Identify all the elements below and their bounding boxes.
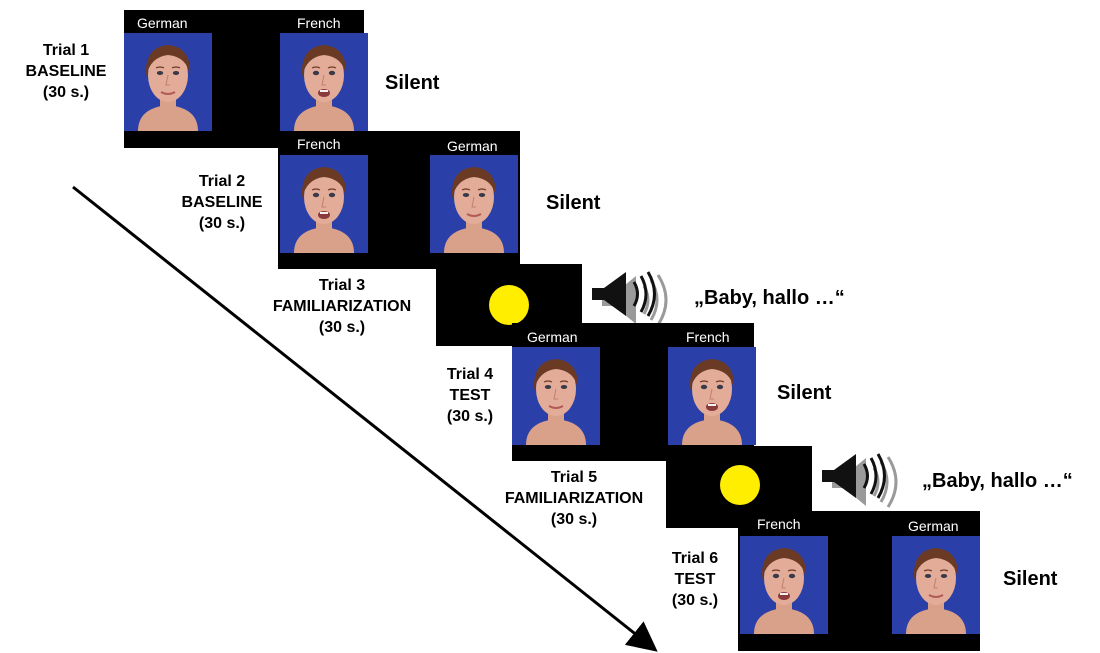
face-photo-german bbox=[892, 536, 980, 634]
trial-2-number: Trial 2 bbox=[198, 173, 246, 190]
trial-6-duration: (30 s.) bbox=[671, 592, 719, 609]
face-photo-german bbox=[512, 347, 600, 445]
yellow-attention-dot bbox=[489, 285, 529, 325]
trial-2-left-language: French bbox=[297, 136, 341, 152]
trial-1-duration: (30 s.) bbox=[42, 84, 90, 101]
trial-6-left-language: French bbox=[757, 516, 801, 532]
trial-1-label: Trial 1 BASELINE (30 s.) bbox=[16, 40, 116, 103]
face-photo-french bbox=[668, 347, 756, 445]
trial-4-audio: Silent bbox=[777, 382, 832, 404]
trial-3-phase: FAMILIARIZATION bbox=[272, 298, 412, 315]
speaker-icon bbox=[588, 270, 672, 330]
trial-3-duration: (30 s.) bbox=[318, 319, 366, 336]
face-photo-german bbox=[430, 155, 518, 253]
trial-4-label: Trial 4 TEST (30 s.) bbox=[425, 364, 515, 427]
trial-2-label: Trial 2 BASELINE (30 s.) bbox=[172, 171, 272, 234]
trial-5-label: Trial 5 FAMILIARIZATION (30 s.) bbox=[484, 467, 664, 530]
trial-4-duration: (30 s.) bbox=[446, 408, 494, 425]
trial-3-audio: „Baby, hallo …“ bbox=[694, 287, 845, 309]
yellow-attention-dot bbox=[720, 465, 760, 505]
trial-6-right-language: German bbox=[908, 518, 959, 534]
face-photo-french bbox=[740, 536, 828, 634]
trial-2-right-language: German bbox=[447, 138, 498, 154]
trial-2-duration: (30 s.) bbox=[198, 215, 246, 232]
trial-6-number: Trial 6 bbox=[671, 550, 719, 567]
trial-4-number: Trial 4 bbox=[446, 366, 494, 383]
trial-1-phase: BASELINE bbox=[25, 63, 107, 80]
trial-6-audio: Silent bbox=[1003, 568, 1058, 590]
trial-1-left-language: German bbox=[137, 15, 188, 31]
trial-1-number: Trial 1 bbox=[42, 42, 90, 59]
trial-3-label: Trial 3 FAMILIARIZATION (30 s.) bbox=[252, 275, 432, 338]
trial-4-right-language: French bbox=[686, 329, 730, 345]
trial-1-right-language: French bbox=[297, 15, 341, 31]
trial-3-number: Trial 3 bbox=[318, 277, 366, 294]
trial-4-left-language: German bbox=[527, 329, 578, 345]
trial-6-phase: TEST bbox=[674, 571, 716, 588]
trial-2-phase: BASELINE bbox=[181, 194, 263, 211]
trial-6-label: Trial 6 TEST (30 s.) bbox=[650, 548, 740, 611]
speaker-icon bbox=[818, 452, 902, 512]
trial-1-audio: Silent bbox=[385, 72, 440, 94]
trial-2-audio: Silent bbox=[546, 192, 601, 214]
face-photo-french bbox=[280, 155, 368, 253]
trial-5-phase: FAMILIARIZATION bbox=[504, 490, 644, 507]
trial-5-audio: „Baby, hallo …“ bbox=[922, 470, 1073, 492]
trial-5-duration: (30 s.) bbox=[550, 511, 598, 528]
trial-4-phase: TEST bbox=[449, 387, 491, 404]
face-photo-german bbox=[124, 33, 212, 131]
face-photo-french bbox=[280, 33, 368, 131]
trial-5-number: Trial 5 bbox=[550, 469, 598, 486]
